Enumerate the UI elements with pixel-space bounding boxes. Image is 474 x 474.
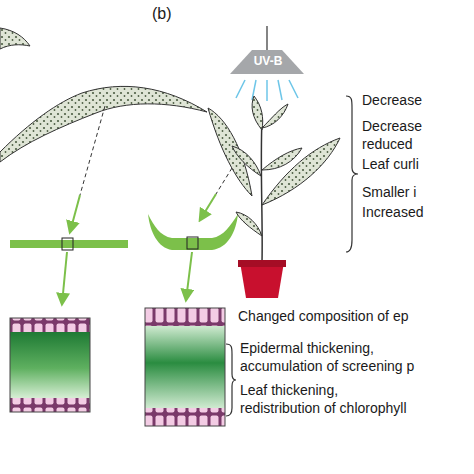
effect-text: Epidermal thickening, accumulation of sc…: [240, 340, 445, 376]
effect-text: Changed composition of ep: [238, 308, 474, 326]
plant-pot: [240, 262, 284, 298]
leaf: [252, 96, 263, 130]
green-arrow: [200, 194, 216, 220]
plant-stem: [261, 118, 263, 262]
leaf: [262, 138, 340, 205]
uv-lamp: [230, 50, 304, 74]
effect-text: Decrease reduced: [362, 118, 442, 154]
green-arrow: [70, 195, 80, 232]
leader-line: [216, 168, 232, 194]
leaf: [262, 148, 302, 170]
leaf: [236, 212, 262, 236]
panel-label: (b): [152, 4, 192, 24]
bracket: [346, 96, 358, 252]
flat-leaf-section: [10, 240, 128, 248]
effect-text: Increased: [362, 204, 472, 222]
leaf: [232, 146, 261, 176]
thick-leaf-cross-section: [145, 308, 225, 426]
leaf: [208, 108, 252, 196]
green-arrow: [62, 252, 67, 304]
zoom-square: [187, 237, 198, 249]
bracket: [226, 344, 236, 416]
lamp-cord: [266, 26, 267, 50]
zoom-square: [62, 238, 73, 250]
leaf: [262, 104, 288, 128]
leader-line: [80, 106, 105, 195]
leaf: [0, 86, 207, 162]
uv-rays: [236, 80, 298, 101]
thin-leaf-cross-section: [10, 318, 90, 412]
curled-leaf-section: [148, 214, 238, 250]
green-arrow: [186, 252, 192, 300]
effect-text: Decrease: [362, 92, 472, 110]
leaf: [0, 28, 30, 49]
effect-text: Leaf curli: [362, 156, 472, 174]
effect-text: Smaller i: [362, 184, 472, 202]
effect-text: Leaf thickening, redistribution of chlor…: [240, 382, 415, 418]
lamp-label: UV-B: [246, 54, 290, 69]
pot-rim: [238, 260, 286, 267]
